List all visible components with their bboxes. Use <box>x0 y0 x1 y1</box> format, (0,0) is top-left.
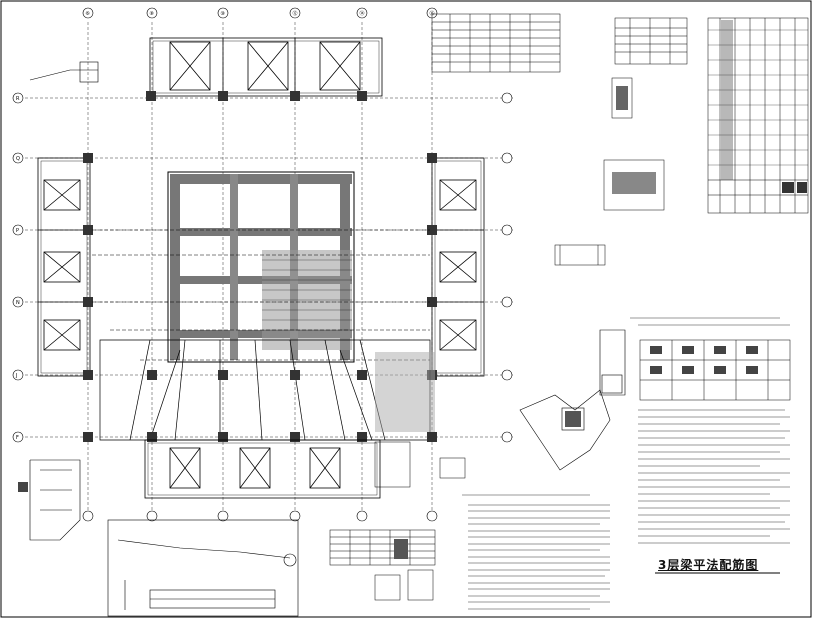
tall-table-fills <box>721 20 807 193</box>
axis-label: ⑫ <box>293 10 298 17</box>
tall-table-rows <box>708 29 808 166</box>
top-wing <box>149 37 383 97</box>
axis-label: F <box>16 435 19 441</box>
core-hatch <box>262 259 352 331</box>
column-detail <box>603 77 665 211</box>
table-fill <box>394 539 408 559</box>
axis-label: ⑩ <box>221 11 226 17</box>
drawing-title: 3层梁平法配筋图 <box>658 558 759 572</box>
dashed-beams <box>92 229 430 361</box>
axis-label: ⑧ <box>150 11 155 17</box>
lower-columns <box>83 370 437 442</box>
right-wing <box>431 157 485 377</box>
left-wing-columns <box>83 153 93 380</box>
small-section <box>374 244 606 488</box>
axis-label: Q <box>16 156 20 162</box>
connection-detail-fill <box>612 172 656 194</box>
axis-label: ⑥ <box>86 11 91 17</box>
axis-label: R <box>16 96 20 102</box>
axis-bubbles-top <box>82 7 438 522</box>
hatched-stair <box>375 352 435 432</box>
axis-bubbles-side <box>12 92 513 443</box>
axis-label: ⑯ <box>430 10 435 17</box>
schedule-table <box>329 529 436 566</box>
joint-detail-marks <box>650 346 758 374</box>
joint-detail-table <box>639 339 791 401</box>
axis-label: N <box>16 300 20 306</box>
beam-detail-box <box>107 519 299 617</box>
material-table <box>614 17 688 65</box>
axis-label: P <box>16 228 19 234</box>
top-schedule <box>431 13 561 73</box>
general-notes-text <box>462 494 610 610</box>
axis-label: J <box>15 373 17 379</box>
top-left-detail <box>29 61 99 83</box>
left-detail <box>29 459 81 541</box>
axis-label: ⑭ <box>360 10 365 17</box>
steel-node-detail <box>519 329 626 471</box>
axis-labels-left: R Q P N J F <box>15 96 20 441</box>
tall-right-table <box>707 17 809 214</box>
detail-marker <box>18 482 28 492</box>
axis-labels-top: ⑥ ⑧ ⑩ ⑫ ⑭ ⑯ <box>86 10 435 17</box>
bottom-wing <box>144 439 381 499</box>
top-wing-columns <box>146 91 367 101</box>
node-fill <box>565 411 581 427</box>
column-detail-fill <box>616 86 628 110</box>
section-details <box>374 569 434 601</box>
right-notes-text <box>630 317 790 544</box>
left-wing <box>37 157 91 377</box>
